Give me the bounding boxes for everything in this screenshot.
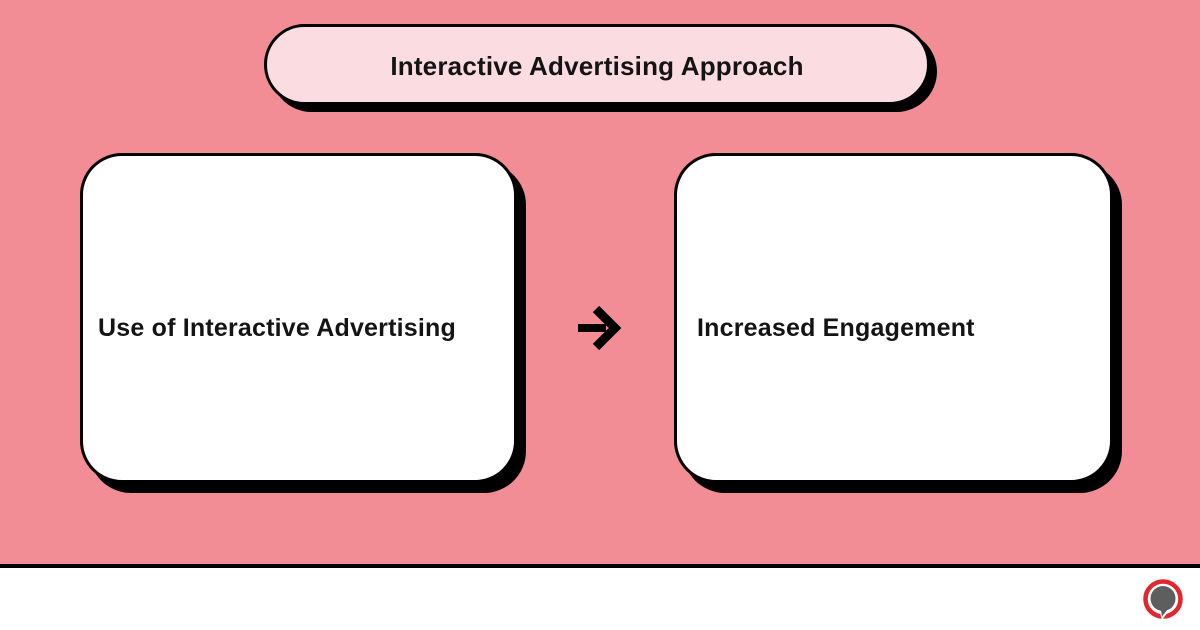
footer-bar [0, 564, 1200, 630]
speech-bubble-logo-icon [1143, 579, 1183, 620]
arrow-head [592, 305, 622, 351]
node-use-of-interactive-advertising: Use of Interactive Advertising [80, 153, 517, 483]
right-arrow-icon [578, 305, 622, 351]
node-increased-engagement: Increased Engagement [674, 153, 1113, 483]
arrow-stem [578, 324, 606, 332]
logo-bubble [1150, 586, 1176, 611]
title-pill: Interactive Advertising Approach [264, 24, 930, 105]
logo-bubble-tail [1160, 607, 1170, 617]
title-text: Interactive Advertising Approach [390, 51, 804, 81]
node-label: Increased Engagement [697, 313, 975, 342]
node-label: Use of Interactive Advertising [98, 313, 456, 342]
